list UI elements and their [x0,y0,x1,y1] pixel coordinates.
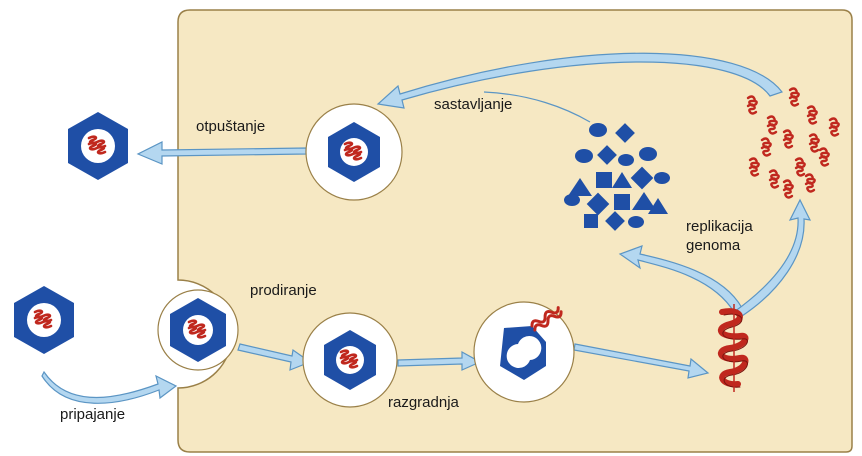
uncoating-vesicle [473,301,575,403]
endosome-virion [302,312,398,408]
label-replication-line2: genoma [686,237,741,254]
released-virion [68,112,128,180]
release-arrow [136,141,307,165]
genome-replication-arrow [732,198,812,317]
attached-virion [157,289,239,371]
label-assembly: sastavljanje [434,96,513,113]
free-virion [14,286,74,354]
assembled-virion [305,103,403,201]
label-uncoating: razgradnja [388,394,459,411]
assembly-arrow [376,52,783,109]
label-attachment: pripajanje [60,406,126,423]
assembly-arrow-tail [483,91,591,123]
label-replication-line1: replikacija [686,218,753,235]
uncoating-arrow [397,350,482,371]
label-penetration: prodiranje [250,282,317,299]
penetration-arrow [237,343,312,371]
attachment-arrow [41,370,178,404]
protein-synthesis-arrow [618,245,743,313]
label-release: otpuštanje [196,118,266,135]
released-genome [717,304,749,392]
genome-release-arrow [573,343,710,379]
